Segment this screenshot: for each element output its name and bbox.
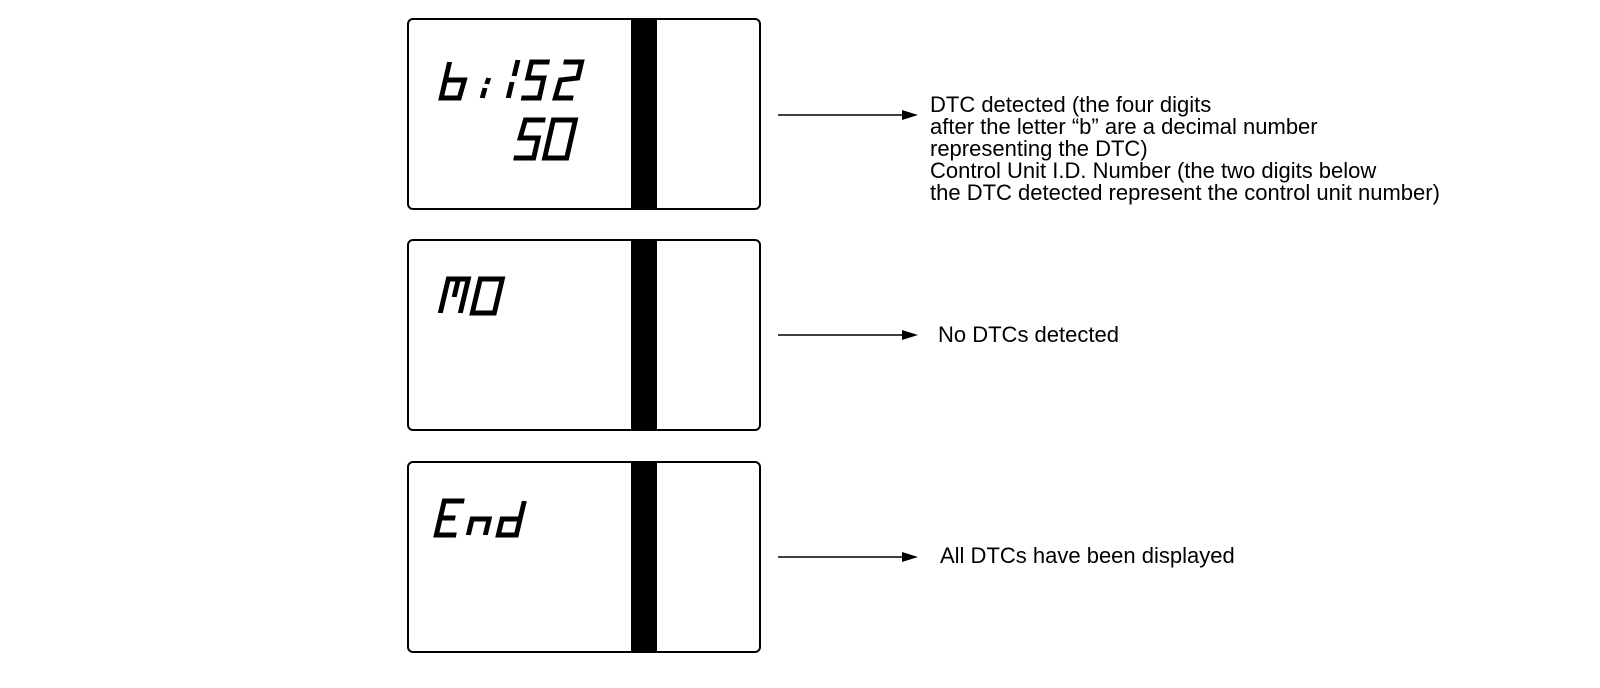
lcd-display-end [433,498,527,538]
lcd-glyph-o [469,276,506,316]
lcd-display-dtc [438,59,585,161]
dtc-description-line: after the letter “b” are a decimal numbe… [930,114,1318,139]
lcd-glyph-1b [505,59,521,99]
panel-divider-bar [631,461,657,653]
arrow-to-end-desc [778,552,918,562]
dtc-description: DTC detected (the four digits after the … [930,94,1440,204]
panel-divider-bar [631,239,657,431]
lcd-glyph-E [433,498,465,538]
dtc-description-line: the DTC detected represent the control u… [930,180,1440,205]
lcd-panel-dtc [407,18,761,210]
lcd-display-no [437,276,506,316]
lcd-panel-end [407,461,761,653]
dtc-description-line: Control Unit I.D. Number (the two digits… [930,158,1377,183]
arrow-to-no-desc [778,330,918,340]
lcd-glyph-n [437,276,472,314]
dtc-description-line: representing the DTC) [930,136,1148,161]
lcd-glyph-2 [552,59,585,101]
dtc-description-line: DTC detected (the four digits [930,92,1212,117]
lcd-glyph-5-line2 [513,117,546,161]
lcd-glyph-5 [520,59,551,101]
lcd-glyph-1 [479,77,492,99]
arrow-to-dtc-desc [778,110,918,120]
no-dtc-description: No DTCs detected [938,322,1119,347]
lcd-glyph-d [495,500,527,538]
panel-divider-bar [631,18,657,210]
lcd-glyph-b [438,61,468,101]
lcd-glyph-n [465,516,493,536]
end-description: All DTCs have been displayed [940,543,1235,568]
lcd-glyph-0-line2 [541,117,579,161]
lcd-panel-no [407,239,761,431]
